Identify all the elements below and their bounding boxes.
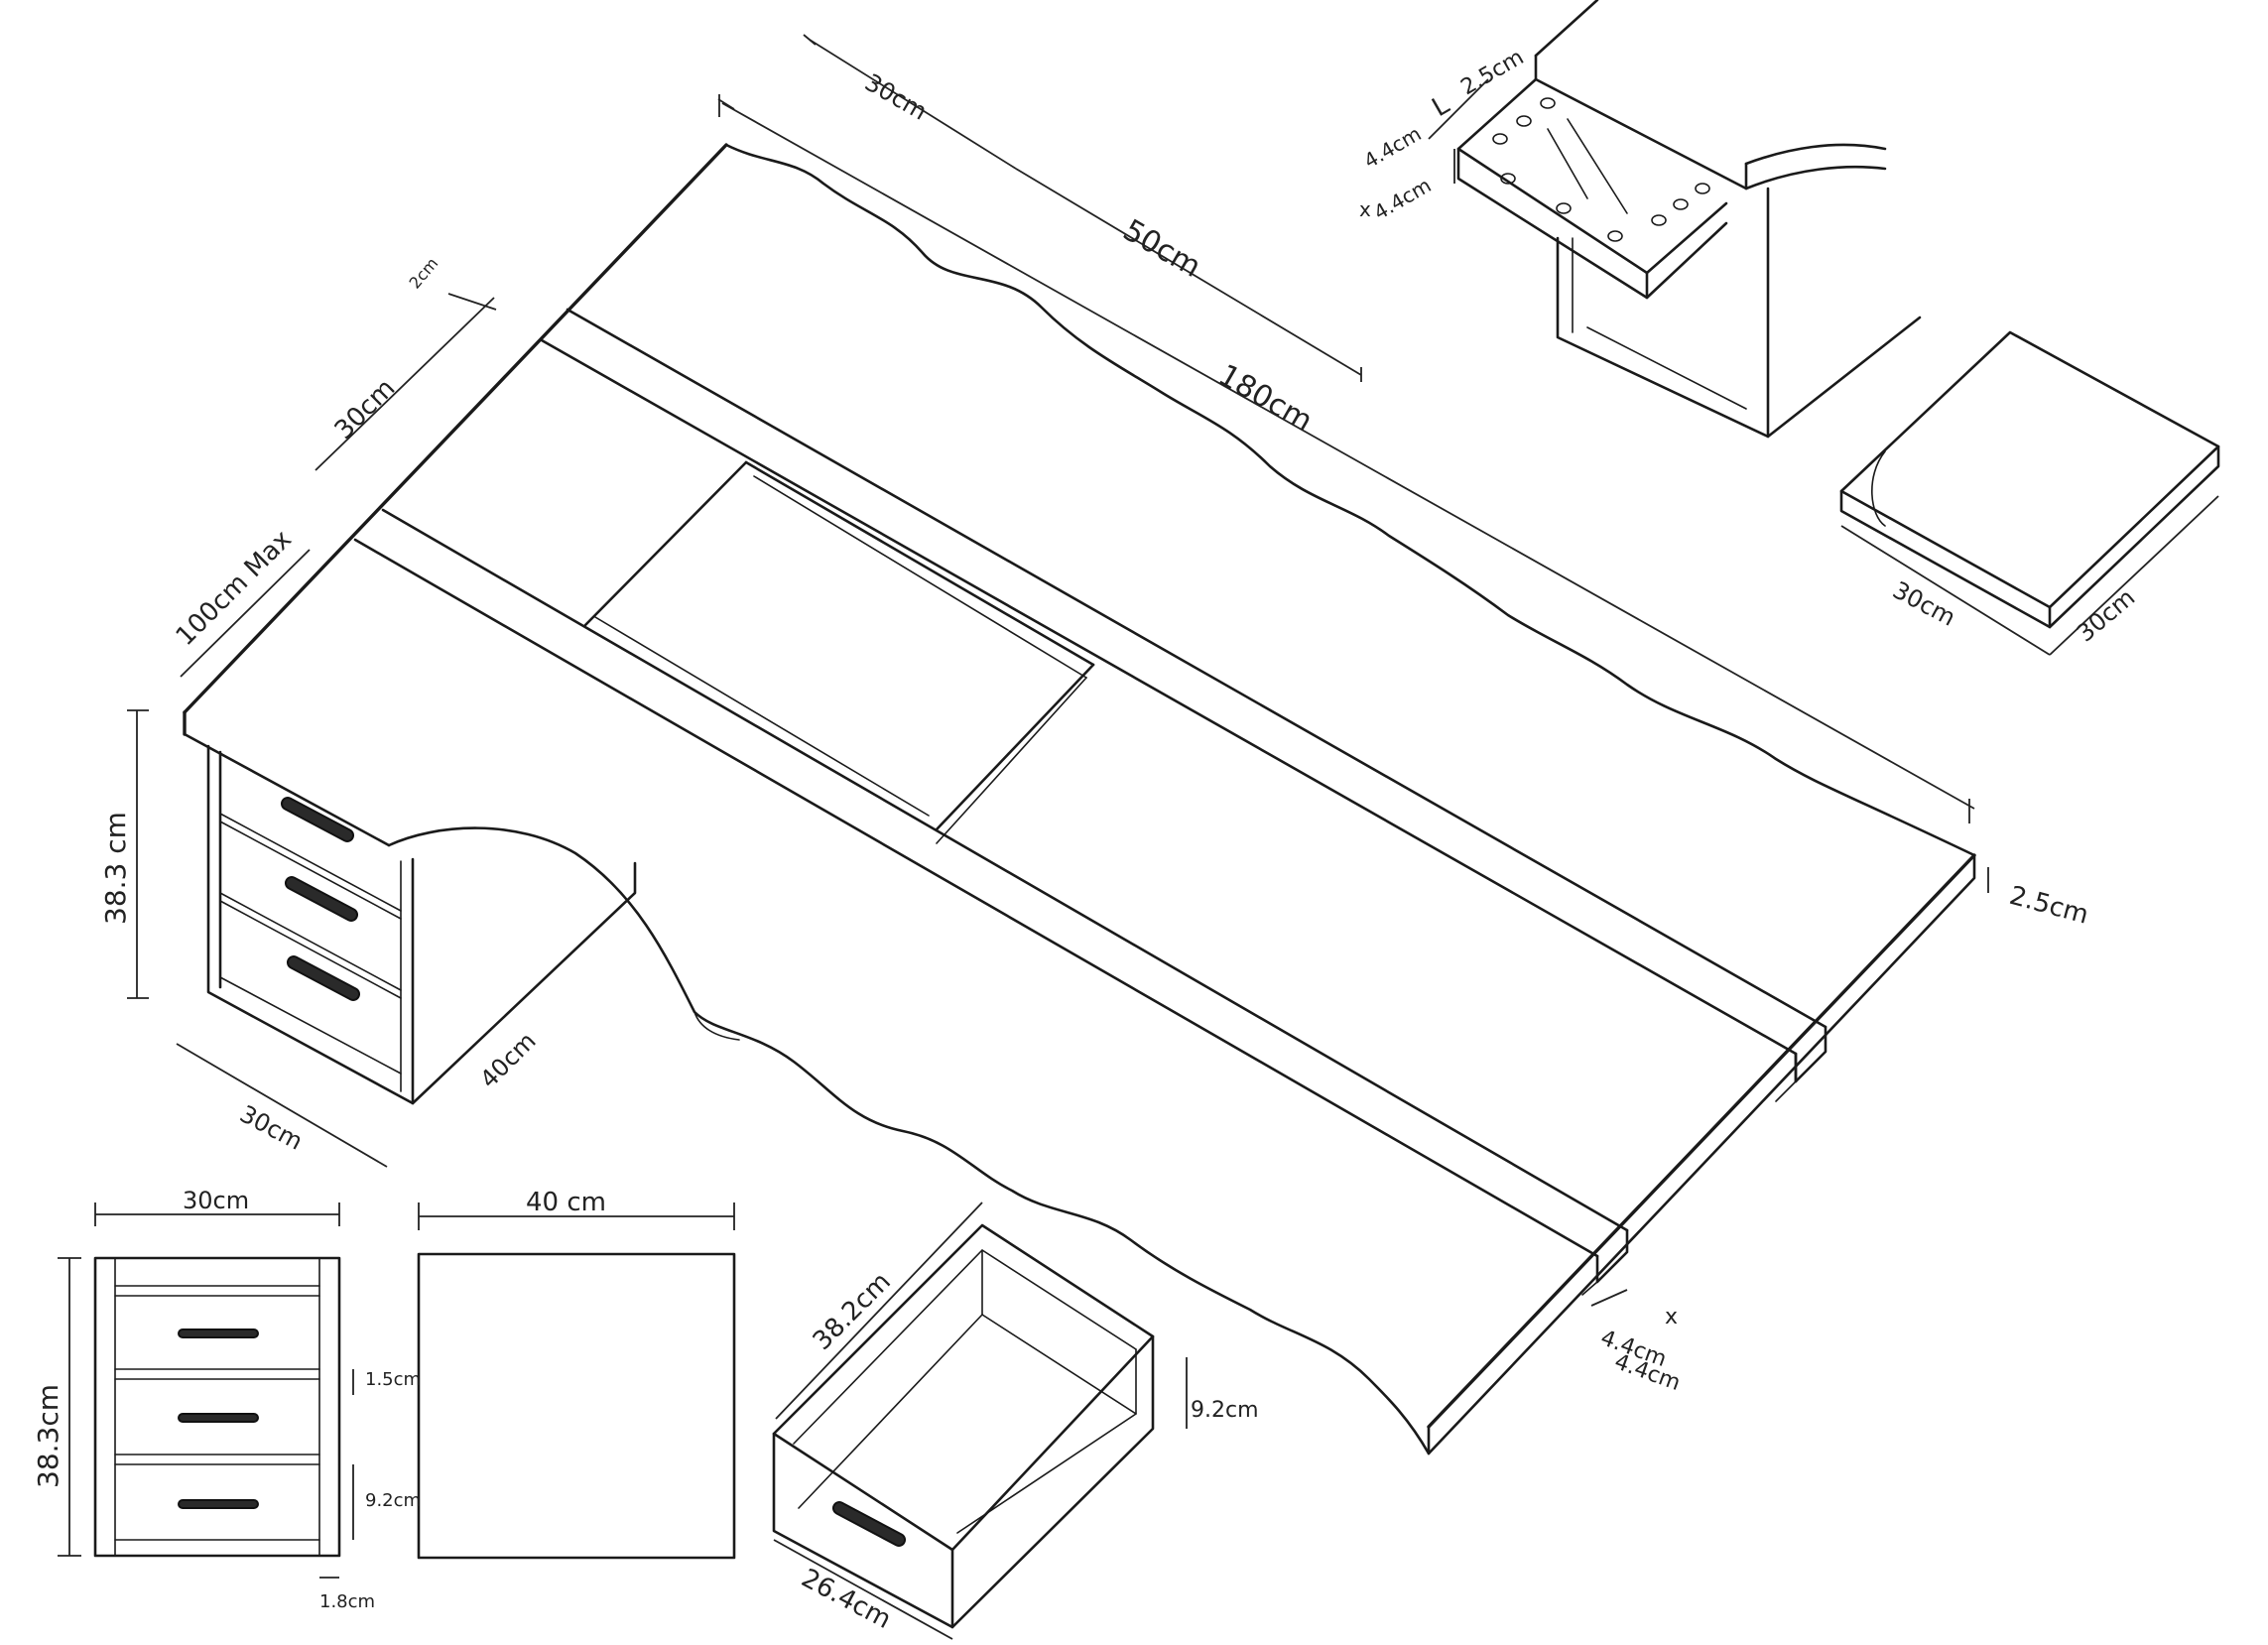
dim-bracket-l: L (1428, 90, 1455, 123)
dim-post-44-x: x (1665, 1305, 1678, 1329)
dim-top-180: 180cm (1212, 358, 1319, 440)
dim-height-38: 38.3 cm (99, 812, 132, 925)
dim-drawer-382: 38.2cm (808, 1267, 897, 1356)
dim-front-18: 1.8cm (319, 1591, 375, 1612)
side-elevation-panel (417, 1252, 736, 1560)
dim-front-92: 9.2cm (365, 1490, 421, 1511)
dim-thin-2: 2cm (406, 254, 442, 293)
dim-front-30: 30cm (183, 1187, 249, 1214)
dim-thick-25: 2.5cm (2006, 881, 2091, 931)
dim-front-15: 1.5cm (365, 1369, 421, 1390)
dim-bracket-44-x: x (1359, 197, 1371, 221)
dim-side-30: 30cm (329, 373, 402, 445)
desk-top (183, 143, 1976, 1455)
dim-stool-30b: 30cm (2072, 583, 2140, 648)
dim-bracket-25: 2.5cm (1457, 45, 1529, 100)
front-elevation-cabinet (93, 1256, 341, 1558)
dim-front-383: 38.3cm (32, 1384, 64, 1488)
dim-side-40: 40 cm (526, 1188, 606, 1217)
dim-side-100: 100cm Max (171, 525, 298, 652)
dimension-lines (58, 34, 2219, 1640)
dim-base-30: 30cm (235, 1100, 307, 1156)
dim-top-50: 50cm (1117, 213, 1206, 285)
dim-bracket-44b: 4.4cm (1370, 173, 1436, 224)
leg-bracket-detail (1456, 0, 1922, 439)
dim-bracket-44a: 4.4cm (1360, 121, 1426, 173)
dim-stool-30a: 30cm (1888, 576, 1959, 632)
open-drawer (772, 1223, 1155, 1629)
stool-cushion (1839, 330, 2220, 629)
dim-top-30: 30cm (860, 68, 932, 126)
drawer-cabinet-iso (206, 744, 637, 1105)
dim-drawer-92: 9.2cm (1191, 1398, 1259, 1423)
